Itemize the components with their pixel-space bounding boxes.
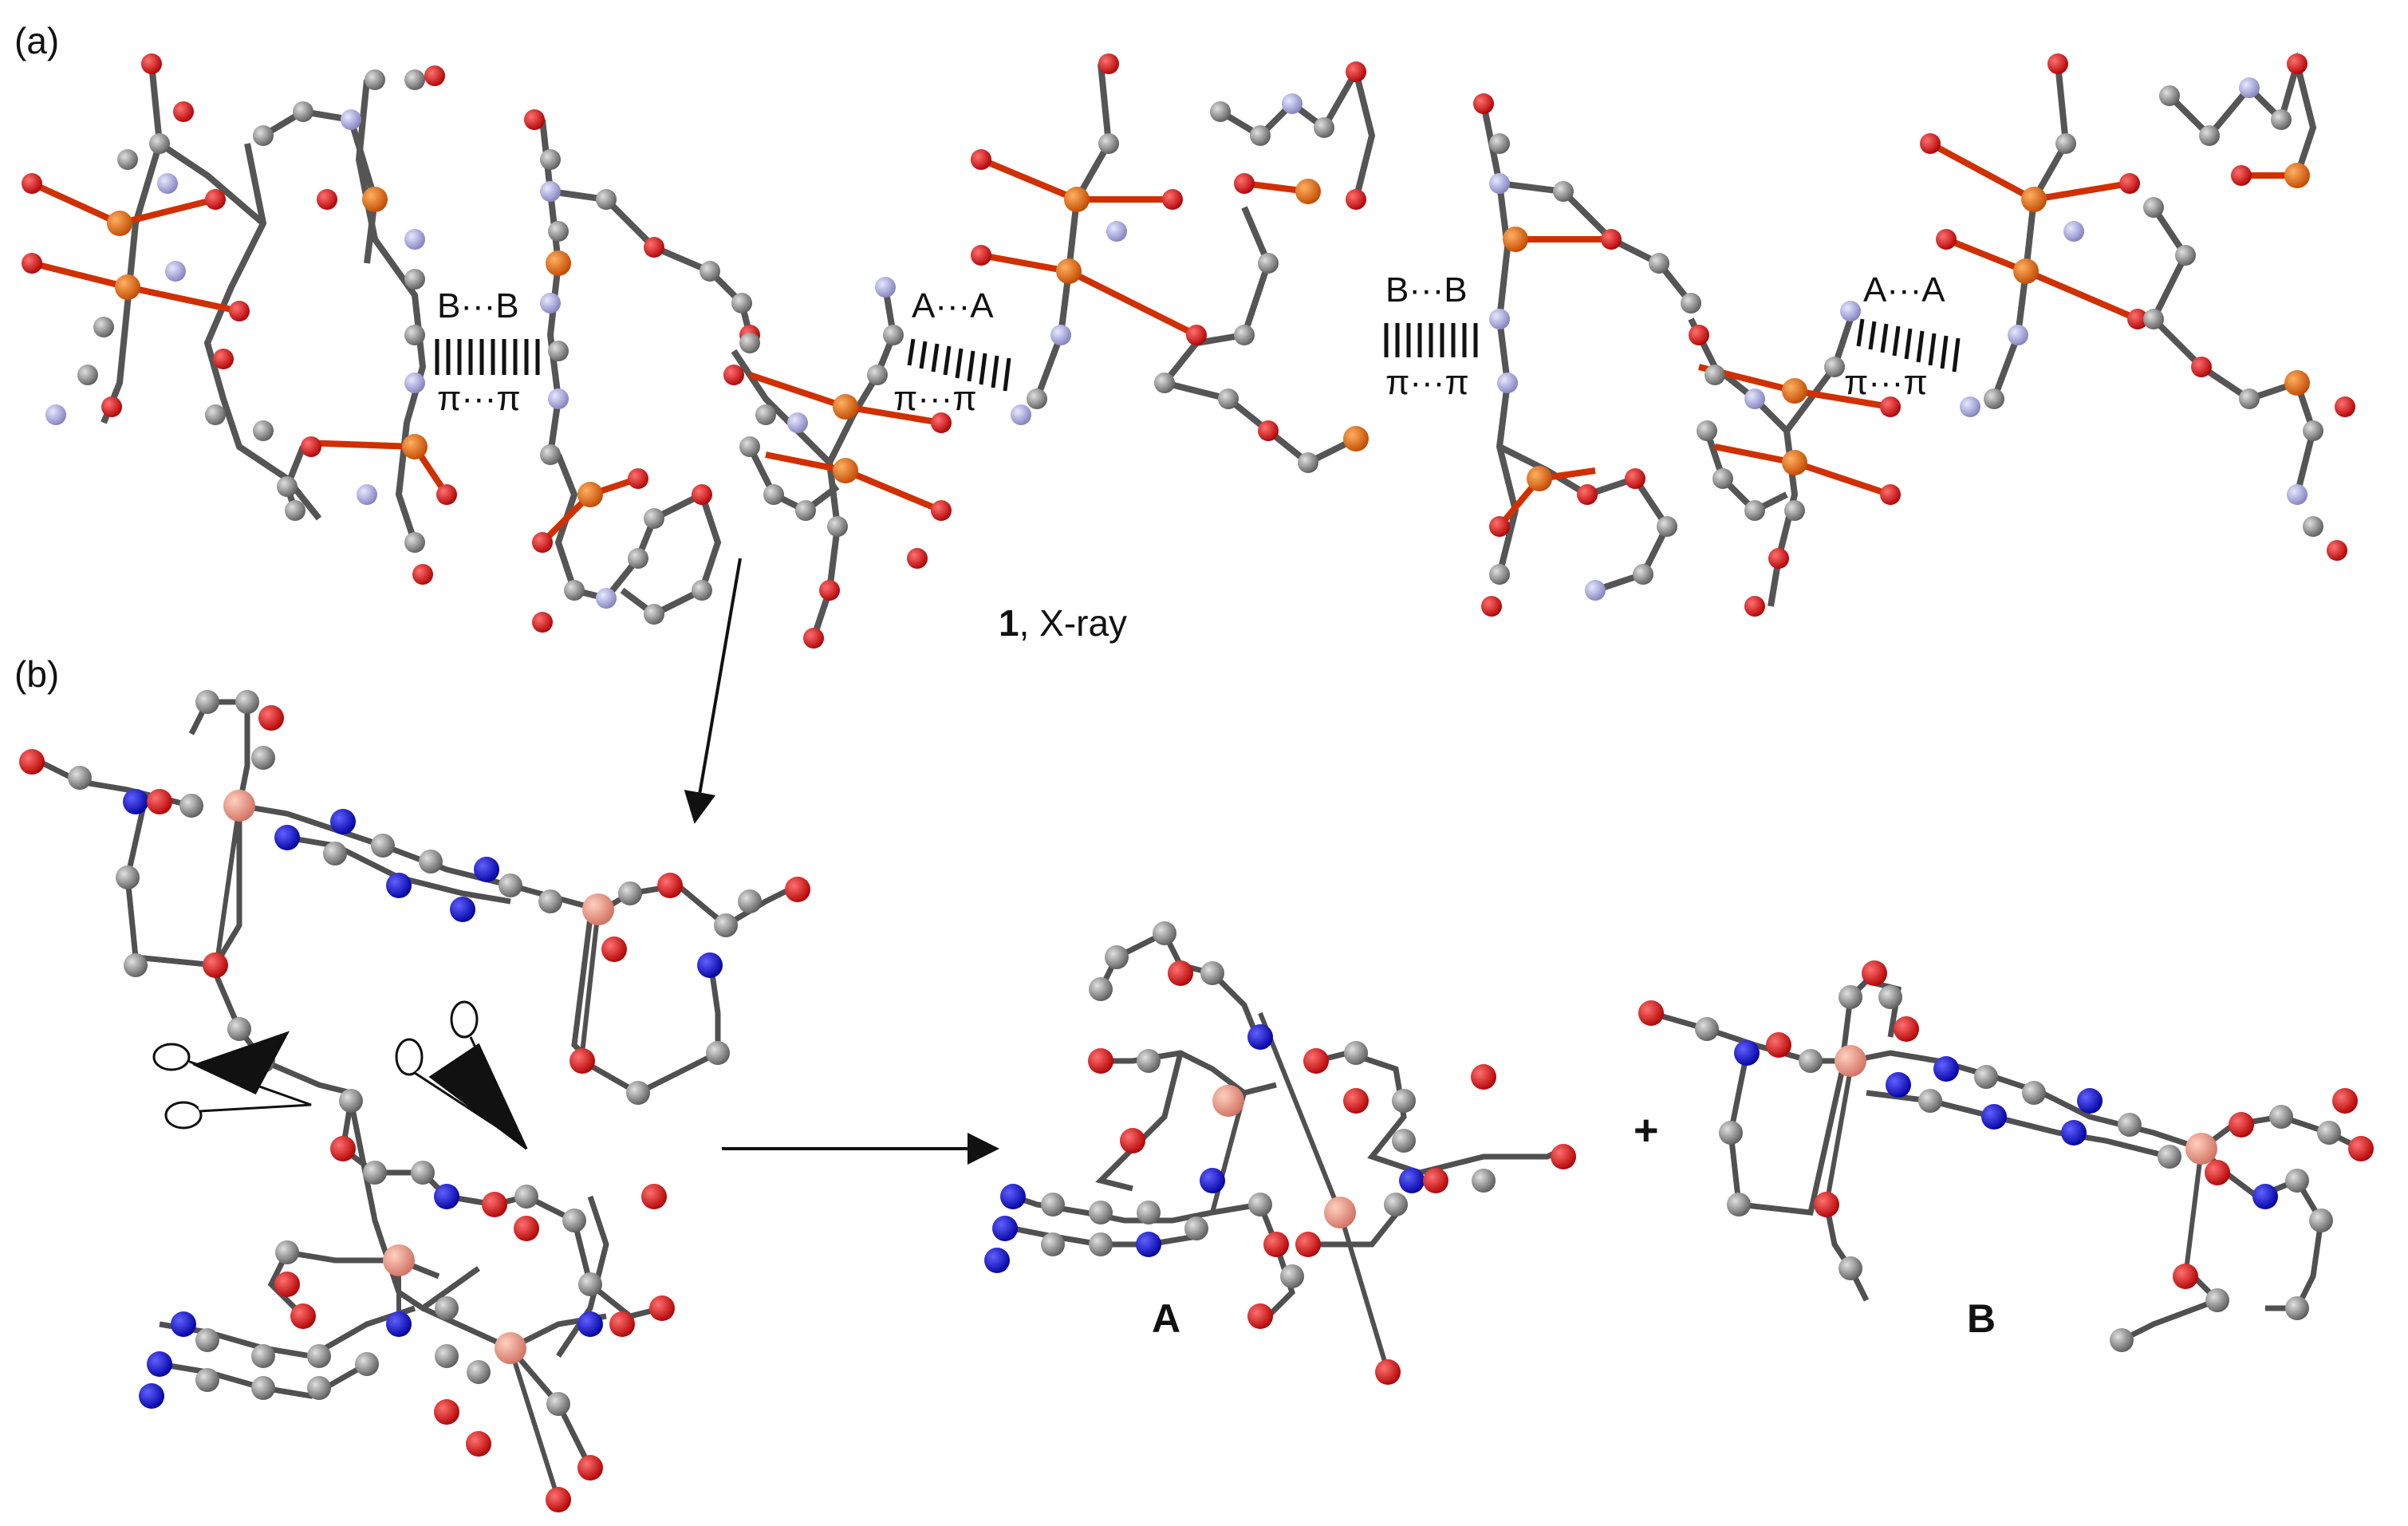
- plus-sign: +: [1634, 1106, 1659, 1154]
- chain-unit-6: [1688, 301, 1901, 617]
- stacking-hatch-bb-1: [435, 339, 540, 375]
- crystal-chain-panel-a: [22, 51, 2355, 649]
- contact-label-pipi-3: π···π: [1385, 363, 1469, 402]
- contact-label-pipi-1: π···π: [437, 379, 521, 418]
- stacking-hatch-aa-2: [1856, 318, 1961, 373]
- stacking-hatch-aa-1: [907, 338, 1011, 392]
- panel-b-label: (b): [14, 653, 60, 695]
- contact-label-pipi-4: π···π: [1844, 363, 1928, 402]
- fragment-a-structure: [984, 921, 1576, 1385]
- stacking-hatch-bb-2: [1384, 323, 1478, 357]
- chain-unit-1: [22, 53, 457, 585]
- chain-unit-7: [1920, 51, 2355, 561]
- compound-caption: 1, X-ray: [999, 605, 1127, 641]
- chain-unit-3: [723, 277, 952, 649]
- chain-unit-5: [1473, 93, 1701, 617]
- contact-label-aa-2: A···A: [1863, 270, 1945, 310]
- fragment-b-structure: [1638, 960, 2374, 1352]
- zoom-arrow: [684, 558, 742, 824]
- contact-label-aa-1: A···A: [912, 286, 994, 325]
- fragment-b-label: B: [1967, 1296, 1996, 1341]
- contact-label-bb-2: B···B: [1385, 270, 1468, 310]
- chain-unit-4: [971, 53, 1376, 473]
- panel-a-label: (a): [14, 20, 60, 61]
- contact-label-pipi-2: π···π: [893, 379, 977, 418]
- fragment-a-label: A: [1152, 1296, 1181, 1341]
- dimer-structure: [19, 690, 810, 1512]
- contact-label-bb-1: B···B: [437, 286, 519, 325]
- scissors-icon-left: [152, 1031, 312, 1130]
- compound-number: 1: [999, 602, 1019, 644]
- method-text: , X-ray: [1019, 602, 1128, 644]
- scissors-icon-right: [395, 1000, 528, 1150]
